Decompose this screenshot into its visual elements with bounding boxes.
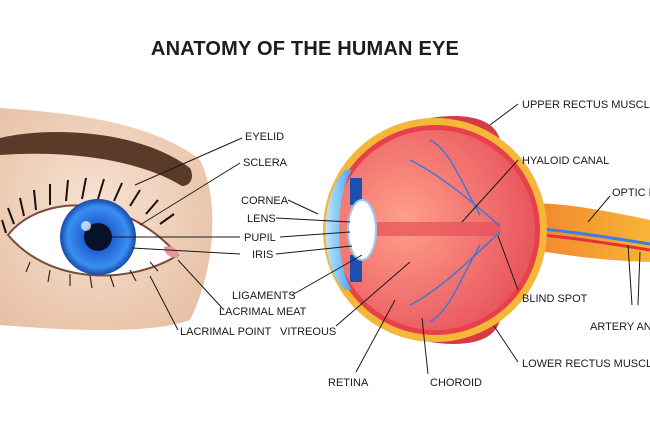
label-vitreous: VITREOUS	[280, 326, 336, 338]
lens-shape	[347, 199, 377, 261]
leader-upper-rectus	[489, 103, 519, 126]
leader-lens	[275, 217, 351, 223]
leader-artery-2	[637, 251, 641, 306]
label-ligaments: LIGAMENTS	[232, 290, 296, 302]
label-lens: LENS	[247, 213, 276, 225]
label-artery-and-vein: ARTERY AND	[590, 321, 650, 333]
leader-optic-nerve	[587, 195, 611, 223]
label-lower-rectus: LOWER RECTUS MUSCLE	[522, 358, 650, 370]
pupil-shape	[84, 223, 112, 251]
cross-section	[323, 116, 650, 344]
label-choroid: CHOROID	[430, 377, 482, 389]
label-upper-rectus: UPPER RECTUS MUSCLE	[522, 99, 650, 111]
eyebrow-shape	[0, 131, 193, 186]
label-iris: IRIS	[252, 249, 273, 261]
leader-hyaloid	[461, 159, 519, 223]
iris-section-bottom	[350, 255, 362, 282]
leader-lacrimal-meat	[177, 259, 225, 311]
leader-ligaments	[291, 254, 363, 296]
leader-eyelid	[134, 137, 243, 186]
retinal-vessels	[409, 139, 501, 323]
upper-lashes	[1, 177, 175, 234]
lower-lashes	[25, 261, 159, 289]
leader-choroid	[421, 317, 429, 375]
leader-retina	[355, 299, 396, 373]
leader-lower-rectus	[493, 325, 519, 363]
leader-vitreous	[335, 261, 411, 327]
label-optic-nerve: OPTIC N	[612, 187, 650, 199]
label-sclera: SCLERA	[243, 157, 288, 169]
page-title: ANATOMY OF THE HUMAN EYE	[150, 38, 460, 60]
external-eye	[0, 108, 213, 330]
label-retina: RETINA	[328, 377, 369, 389]
leader-artery-1	[627, 244, 633, 306]
caruncle-shape	[164, 246, 179, 258]
leader-sclera	[139, 162, 241, 226]
iris-section-top	[350, 178, 362, 205]
label-cornea: CORNEA	[241, 195, 289, 207]
label-lacrimal-meat: LACRIMAL MEAT	[219, 306, 307, 318]
leader-pupil-right	[279, 231, 351, 238]
label-hyaloid-canal: HYALOID CANAL	[522, 155, 609, 167]
leader-lines	[110, 103, 641, 375]
label-pupil: PUPIL	[244, 232, 276, 244]
label-blind-spot: BLIND SPOT	[522, 293, 588, 305]
label-eyelid: EYELID	[245, 131, 284, 143]
leader-cornea	[287, 199, 319, 215]
label-lacrimal-point: LACRIMAL POINT	[180, 326, 272, 338]
leader-iris-right	[275, 245, 353, 255]
leader-lacrimal-point	[149, 275, 179, 331]
hyaloid-canal-shape	[360, 222, 500, 236]
leader-blind-spot	[497, 235, 519, 291]
labels: EYELID SCLERA CORNEA LENS PUPIL IRIS LIG…	[180, 99, 650, 389]
cornea-shape	[325, 170, 352, 290]
iris-highlight	[81, 221, 91, 231]
leader-iris-left	[131, 247, 241, 255]
